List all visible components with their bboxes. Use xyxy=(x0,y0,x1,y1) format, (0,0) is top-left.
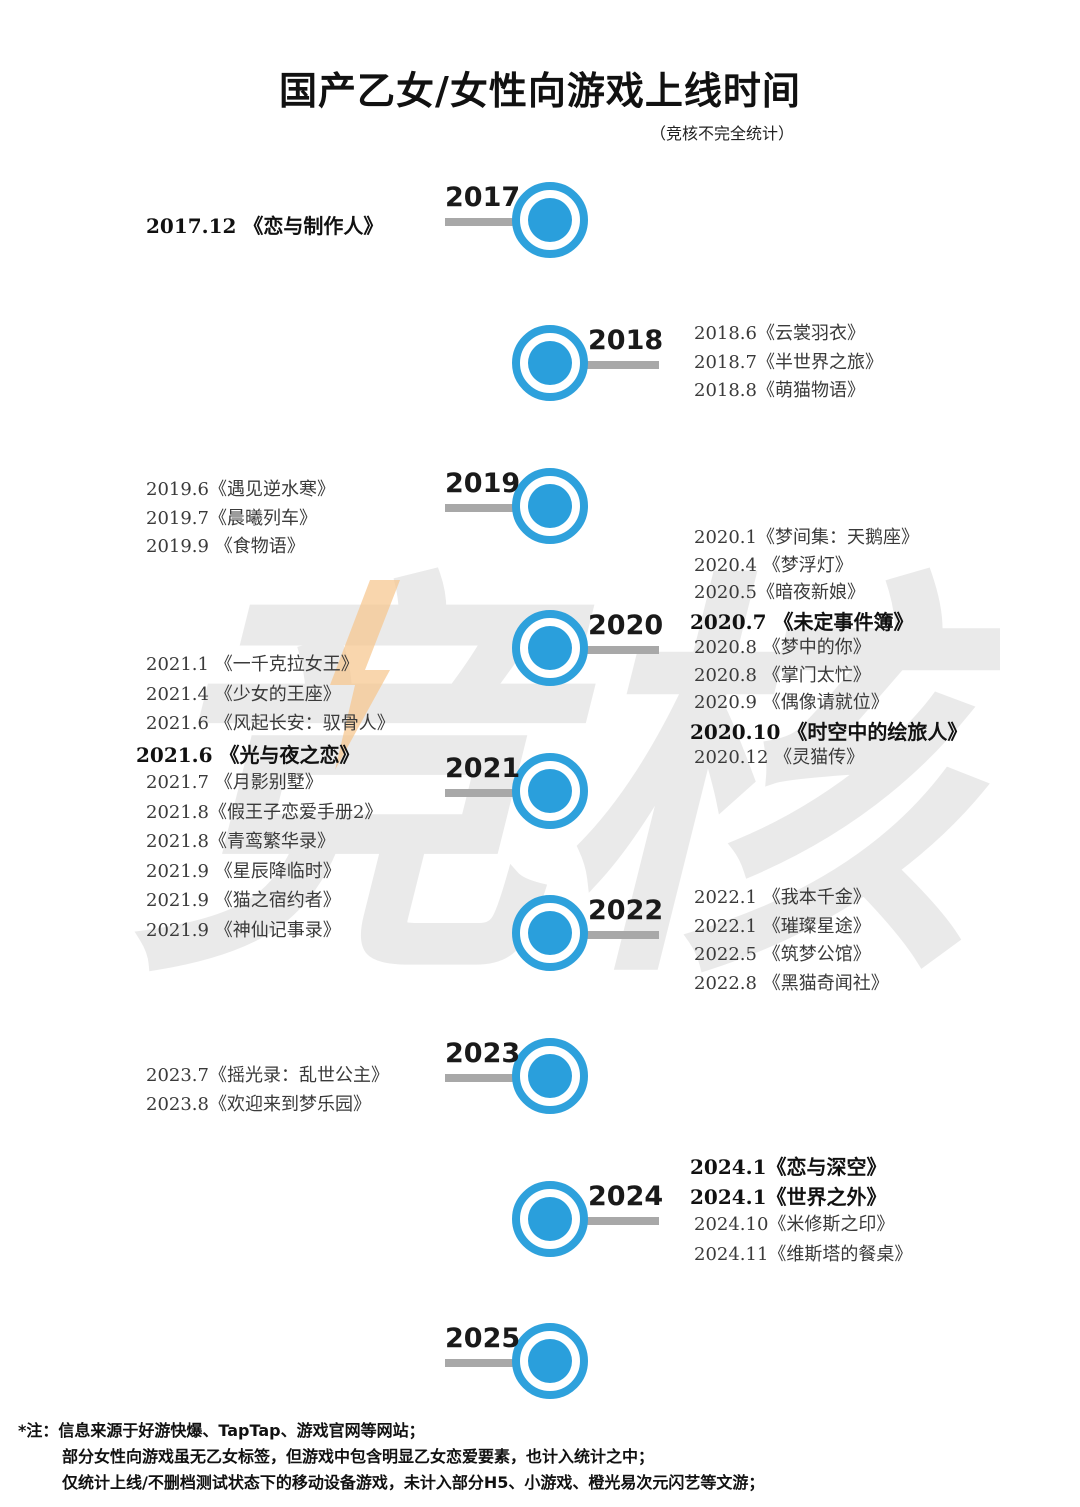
game-entry: 2020.8 《掌门太忙》 xyxy=(694,664,871,686)
game-entry: 2022.1 《璀璨星途》 xyxy=(694,915,871,937)
footnote-line-2: 部分女性向游戏虽无乙女标签，但游戏中包含明显乙女恋爱要素，也计入统计之中； xyxy=(62,1447,655,1466)
year-underline-bar xyxy=(575,1217,659,1225)
game-entry: 2021.8《假王子恋爱手册2》 xyxy=(146,801,383,823)
game-entry: 2020.4 《梦浮灯》 xyxy=(694,554,853,576)
game-entry: 2024.10《米修斯之印》 xyxy=(694,1214,895,1235)
year-label: 2024 xyxy=(588,1181,664,1212)
game-entry: 2024.11《维斯塔的餐桌》 xyxy=(694,1243,913,1265)
year-underline-bar xyxy=(445,218,525,226)
game-entry: 2019.6《遇见逆水寒》 xyxy=(146,479,335,500)
year-label: 2018 xyxy=(588,325,664,356)
timeline-circle-icon xyxy=(512,468,588,544)
timeline-circle-icon xyxy=(512,182,588,258)
timeline-circle-icon xyxy=(512,895,588,971)
game-entry: 2020.8 《梦中的你》 xyxy=(694,637,871,658)
game-entry: 2021.9 《猫之宿约者》 xyxy=(146,890,341,911)
year-label: 2022 xyxy=(588,895,664,926)
game-entry: 2021.1 《一千克拉女王》 xyxy=(146,654,359,675)
game-entry: 2018.8《萌猫物语》 xyxy=(694,380,865,401)
game-entry: 2024.1《世界之外》 xyxy=(690,1184,887,1209)
year-underline-bar xyxy=(445,1359,525,1367)
game-entry: 2023.7《摇光录：乱世公主》 xyxy=(146,1065,389,1086)
game-entry: 2021.6 《风起长安：驭骨人》 xyxy=(146,713,395,734)
game-entry: 2020.5《暗夜新娘》 xyxy=(694,582,865,603)
footnotes: *注：信息来源于好游快爆、TapTap、游戏官网等网站； 部分女性向游戏虽无乙女… xyxy=(18,1418,764,1496)
year-underline-bar xyxy=(575,361,659,369)
game-entry: 2021.4 《少女的王座》 xyxy=(146,683,341,705)
page-subtitle: （竞核不完全统计） xyxy=(650,124,795,143)
game-entry: 2018.7《半世界之旅》 xyxy=(694,351,883,373)
year-underline-bar xyxy=(445,504,525,512)
game-entry: 2020.1《梦间集：天鹅座》 xyxy=(694,527,919,548)
page-title: 国产乙女/女性向游戏上线时间 xyxy=(279,69,801,113)
lightning-bolt-icon xyxy=(330,580,400,770)
year-label: 2021 xyxy=(445,753,521,784)
year-label: 2019 xyxy=(445,468,521,499)
timeline-circle-icon xyxy=(512,610,588,686)
game-entry: 2021.7 《月影别墅》 xyxy=(146,772,323,793)
year-label: 2020 xyxy=(588,610,664,641)
game-entry: 2019.9 《食物语》 xyxy=(146,536,305,557)
game-entry: 2020.7 《未定事件簿》 xyxy=(690,609,914,634)
year-label: 2023 xyxy=(445,1038,521,1069)
game-entry: 2023.8《欢迎来到梦乐园》 xyxy=(146,1093,371,1115)
timeline-circle-icon xyxy=(512,325,588,401)
game-entry: 2020.9 《偶像请就位》 xyxy=(694,692,889,713)
timeline-circle-icon xyxy=(512,1181,588,1257)
game-entry: 2020.12 《灵猫传》 xyxy=(694,747,865,768)
game-entry: 2017.12 《恋与制作人》 xyxy=(146,214,384,238)
game-entry: 2021.9 《神仙记事录》 xyxy=(146,919,341,941)
game-entry: 2021.6 《光与夜之恋》 xyxy=(136,742,360,767)
game-entry: 2021.8《青鸾繁华录》 xyxy=(146,831,335,852)
game-entry: 2019.7《晨曦列车》 xyxy=(146,507,317,529)
game-entry: 2018.6《云裳羽衣》 xyxy=(694,323,865,344)
footnote-line-3: 仅统计上线/不删档测试状态下的移动设备游戏，未计入部分H5、小游戏、橙光易次元闪… xyxy=(62,1473,765,1492)
footnote-line-1: *注：信息来源于好游快爆、TapTap、游戏官网等网站； xyxy=(18,1421,425,1440)
year-underline-bar xyxy=(575,646,659,654)
year-label: 2025 xyxy=(445,1323,521,1354)
year-underline-bar xyxy=(575,931,659,939)
game-entry: 2022.1 《我本千金》 xyxy=(694,887,871,908)
game-entry: 2022.5 《筑梦公馆》 xyxy=(694,944,871,965)
year-underline-bar xyxy=(445,1074,525,1082)
year-label: 2017 xyxy=(445,182,521,213)
year-underline-bar xyxy=(445,789,525,797)
game-entry: 2022.8 《黑猫奇闻社》 xyxy=(694,972,889,994)
timeline-circle-icon xyxy=(512,753,588,829)
timeline-circle-icon xyxy=(512,1323,588,1399)
game-entry: 2020.10 《时空中的绘旅人》 xyxy=(690,719,968,744)
game-entry: 2024.1《恋与深空》 xyxy=(690,1155,887,1179)
game-entry: 2021.9 《星辰降临时》 xyxy=(146,860,341,882)
timeline-circle-icon xyxy=(512,1038,588,1114)
